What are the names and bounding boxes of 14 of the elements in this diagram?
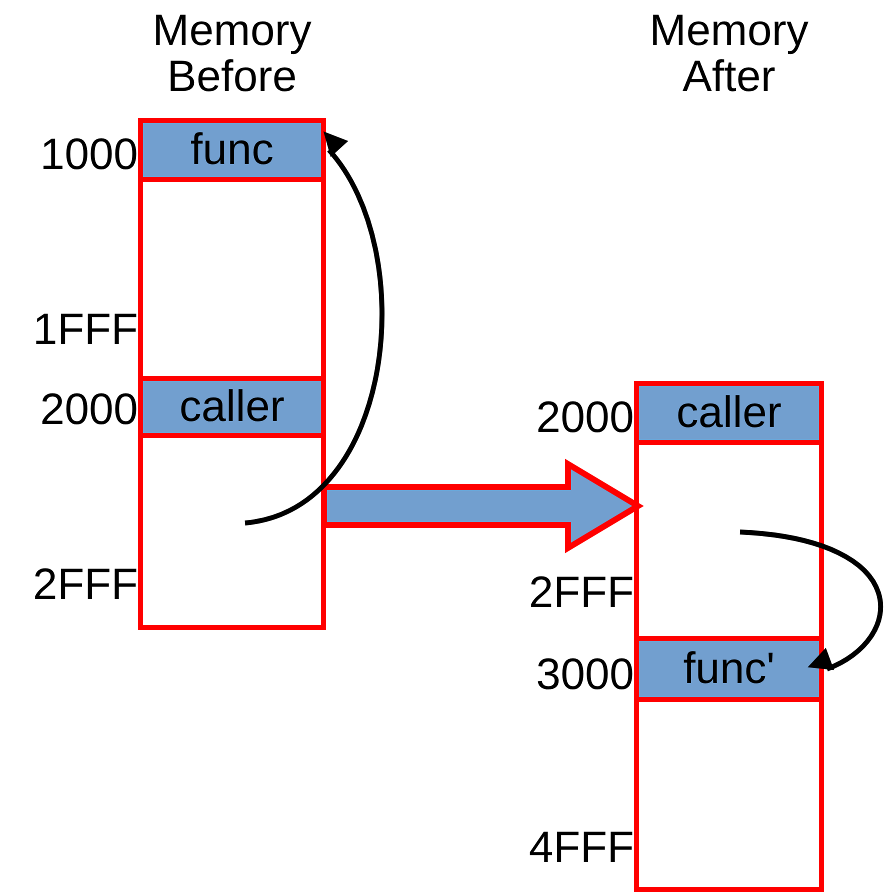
curved-arrow	[740, 530, 883, 672]
memory-column	[634, 381, 824, 892]
address-label: 2000	[535, 393, 634, 443]
address-label: 2000	[39, 385, 138, 435]
column-title: Memory After	[648, 8, 810, 100]
column-title: Memory Before	[152, 8, 312, 100]
address-label: 1000	[39, 130, 138, 180]
address-label: 2FFF	[32, 560, 138, 610]
address-label: 4FFF	[528, 823, 634, 873]
curved-arrow	[244, 130, 384, 526]
memory-column	[138, 118, 326, 630]
address-label: 3000	[535, 650, 634, 700]
address-label: 2FFF	[528, 568, 634, 618]
address-label: 1FFF	[32, 305, 138, 355]
